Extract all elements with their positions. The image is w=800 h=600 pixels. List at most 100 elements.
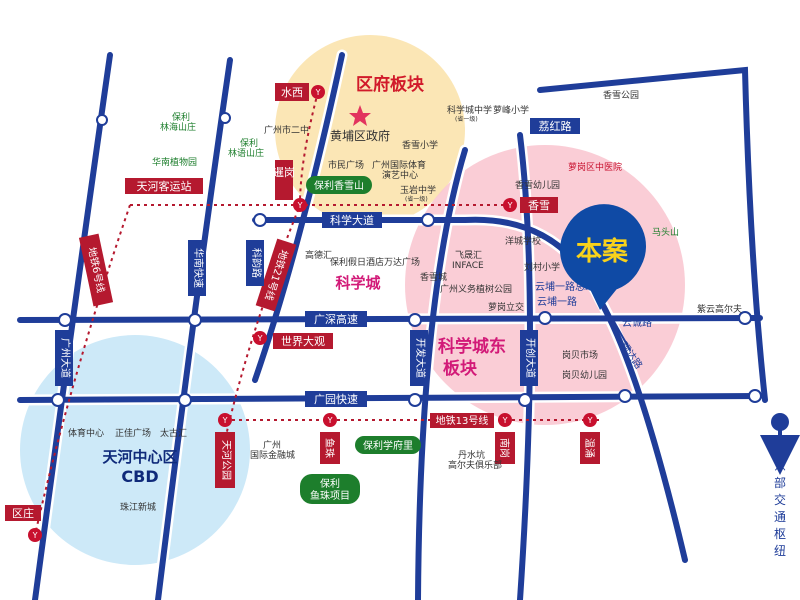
poi-gaode-hui: 高德汇 (305, 249, 332, 261)
poi-feixiang-2: INFACE (452, 261, 484, 271)
hub-label-1: 东 (774, 459, 786, 473)
station-yuzhu: 鱼珠 (323, 438, 336, 458)
road-guanda (611, 317, 631, 351)
poi-gz-finance-2: 国际金融城 (250, 449, 295, 461)
poi-gangbei-market: 岗贝市场 (562, 349, 598, 361)
hub-label-3: 交 (774, 492, 786, 507)
label-luogang-lijiao: 萝岗立交 (488, 301, 524, 313)
east-hub: 东 部 交 通 枢 纽 (760, 413, 800, 558)
poi-poly-yuzhu-1: 保利 (320, 477, 340, 490)
poi-yiwu-park: 广州义务植树公园 (440, 283, 512, 295)
zone-title-district-gov: 区府板块 (356, 74, 425, 95)
star-icon (349, 105, 371, 126)
zone-title-cbd-2: CBD (121, 467, 158, 486)
metro-lines (34, 91, 600, 536)
poi-taikoo: 太古汇 (160, 427, 187, 439)
label-lihong: 荔红路 (539, 120, 572, 133)
zone-title-kxc-east-2: 板块 (443, 358, 478, 379)
station-shuixi: 水西 (281, 86, 303, 99)
poi-yangcheng-school: 洋城学校 (505, 235, 541, 247)
poi-xiangxuecheng: 香雪城 (420, 272, 447, 283)
poi-yuyan-level: (省一级) (405, 195, 428, 203)
road-yuncheng (539, 317, 666, 321)
poi-luogang-hospital: 萝岗区中医院 (568, 161, 622, 173)
label-guangyuan: 广园快速 (314, 393, 358, 406)
label-kexue-avenue: 科学大道 (330, 213, 374, 227)
poi-poly-xuefuli: 保利学府里 (363, 439, 413, 452)
poi-gz-finance-1: 广州 (263, 439, 281, 451)
label-guangzhou-avenue: 广州大道 (59, 338, 72, 378)
zone-title-cbd-1: 天河中心区 (102, 448, 177, 466)
poi-zhengjia: 正佳广场 (115, 427, 151, 439)
poi-gz-no2: 广州市二中 (264, 124, 309, 136)
zone-tianhe-cbd (20, 335, 250, 565)
hub-label-6: 纽 (774, 544, 786, 558)
label-kaifa: 开发大道 (414, 338, 427, 378)
poi-xiangxue-kinder: 香雪幼儿园 (515, 179, 560, 191)
svg-text:Y: Y (587, 416, 593, 425)
svg-text:Y: Y (507, 201, 513, 210)
label-line13: 地铁13号线 (436, 414, 489, 427)
poi-civic-square: 市民广场 (328, 159, 364, 171)
station-xiangxue: 香雪 (528, 199, 550, 212)
road-labels: 科学大道 广深高速 广园快速 荔红路 广州大道 华南快速 科韵路 开发大道 开创… (55, 118, 652, 407)
poi-poly-yuzhu-2: 鱼珠项目 (310, 489, 350, 502)
station-nangang: 南岗 (498, 438, 511, 458)
hub-label-5: 枢 (774, 526, 786, 541)
poi-danshui-1: 丹水坑 (458, 449, 485, 461)
zone-title-kxc-east-1: 科学城东 (438, 336, 506, 357)
poi-liucun-primary: 刘村小学 (524, 261, 560, 273)
poi-poly-xiangxueshan: 保利香雪山 (314, 179, 364, 192)
svg-text:Y: Y (222, 416, 228, 425)
station-shijie-daguan: 世界大观 (281, 334, 325, 348)
poi-poly-holiday: 保利假日酒店 (330, 256, 384, 268)
road-guangyuan (17, 393, 763, 403)
poi-xiangxue-primary: 香雪小学 (402, 139, 438, 151)
poi-kxc-level: (省一级) (455, 115, 478, 123)
station-quzhuang: 区庄 (12, 506, 34, 520)
poi-poly-linhai-2: 林海山庄 (160, 121, 196, 133)
interchanges (51, 112, 762, 407)
poi-kxc-middle: 科学城中学 (447, 104, 492, 116)
road-keyun (252, 52, 345, 383)
station-labels: 水西 暹岗 天河客运站 香雪 世界大观 天河公园 鱼珠 南岗 温涌 区庄 (5, 83, 600, 521)
poi-xiangxue-park: 香雪公园 (603, 90, 639, 101)
label-yuncheng: 云诚路 (622, 316, 652, 329)
zone-title-science-city: 科学城 (335, 274, 380, 292)
label-yunpu-road1: 云埔一路 (537, 295, 577, 308)
poi-feixiang-1: 飞晟汇 (455, 250, 482, 261)
hub-label-2: 部 (774, 475, 786, 490)
project-badge: 本案 (560, 204, 646, 310)
poi-sports-tianhe: 体育中心 (68, 427, 104, 439)
poi-yuyan-middle: 玉岩中学 (400, 184, 436, 196)
poi-maantou: 马头山 (652, 227, 679, 238)
poi-poly-linyu-1: 保利 (240, 137, 258, 149)
zone-titles: 区府板块 科学城 科学城东 板块 天河中心区 CBD (102, 74, 506, 486)
label-keyun: 科韵路 (250, 248, 263, 278)
poi-sports-1: 广州国际体育 (372, 159, 426, 171)
metro-line21 (224, 91, 319, 441)
poi-danshui-2: 高尔夫俱乐部 (448, 459, 502, 471)
road-guangshen (17, 315, 763, 323)
poi-poly-linhai-1: 保利 (172, 111, 190, 123)
station-tianhe-bus: 天河客运站 (137, 179, 192, 193)
station-xiagang: 暹岗 (273, 166, 295, 179)
label-kaichuang: 开创大道 (524, 338, 537, 378)
poi-ziyun-golf: 紫云高尔夫 (697, 303, 742, 315)
poi-poly-linyu-2: 林语山庄 (228, 147, 264, 159)
svg-text:Y: Y (297, 201, 303, 210)
svg-text:Y: Y (502, 416, 508, 425)
poi-huanan-botanic: 华南植物园 (152, 156, 197, 168)
metro-stations: Y Y Y Y Y Y Y Y Y (28, 85, 597, 542)
road-lihong (537, 66, 768, 403)
svg-text:Y: Y (32, 531, 38, 540)
poi-zhujiang-newtown: 珠江新城 (120, 501, 156, 513)
svg-text:Y: Y (315, 88, 321, 97)
label-huanan: 华南快速 (192, 248, 205, 288)
poi-labels: 黄埔区政府 广州市二中 市民广场 广州国际体育 演艺中心 香雪小学 玉岩中学 (… (68, 90, 742, 513)
road-kaifa (415, 147, 468, 600)
station-tianhe-park: 天河公园 (220, 440, 232, 480)
label-guangshen: 广深高速 (314, 312, 358, 326)
svg-text:Y: Y (257, 334, 263, 343)
